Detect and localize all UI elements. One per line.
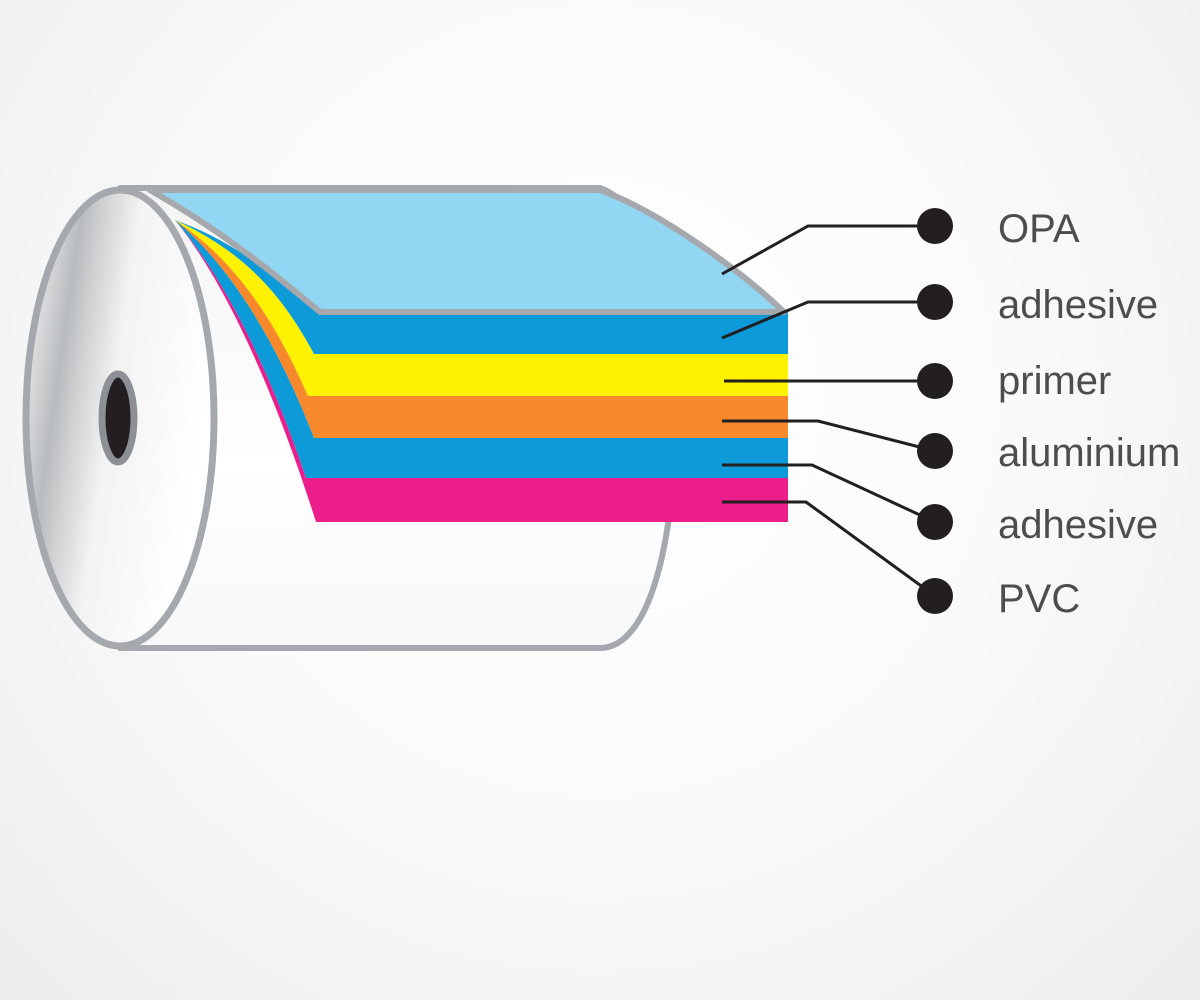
label-adhesive-top: adhesive — [998, 283, 1158, 327]
label-aluminium: aluminium — [998, 431, 1180, 475]
leader-line-opa — [721, 224, 935, 276]
leader-line-adhesive-bottom — [722, 463, 936, 524]
marker-dot-primer — [917, 363, 953, 399]
layer-aluminium — [175, 220, 788, 438]
layer-pvc — [175, 220, 788, 522]
layer-adhesive-bottom — [175, 220, 788, 478]
marker-dot-opa — [917, 208, 953, 244]
leader-line-adhesive-top — [721, 300, 935, 340]
label-primer: primer — [998, 359, 1111, 403]
layer-primer — [175, 220, 788, 396]
marker-dot-aluminium — [917, 433, 953, 469]
marker-dot-pvc — [917, 578, 953, 614]
leader-line-pvc — [722, 500, 936, 598]
label-opa: OPA — [998, 207, 1080, 251]
marker-dot-adhesive-bottom — [917, 504, 953, 540]
label-pvc: PVC — [998, 577, 1080, 621]
leader-line-aluminium — [722, 419, 936, 453]
roll-core-hole — [98, 370, 138, 466]
layer-adhesive-top — [175, 220, 788, 354]
label-adhesive-bottom: adhesive — [998, 503, 1158, 547]
marker-dot-adhesive-top — [917, 284, 953, 320]
